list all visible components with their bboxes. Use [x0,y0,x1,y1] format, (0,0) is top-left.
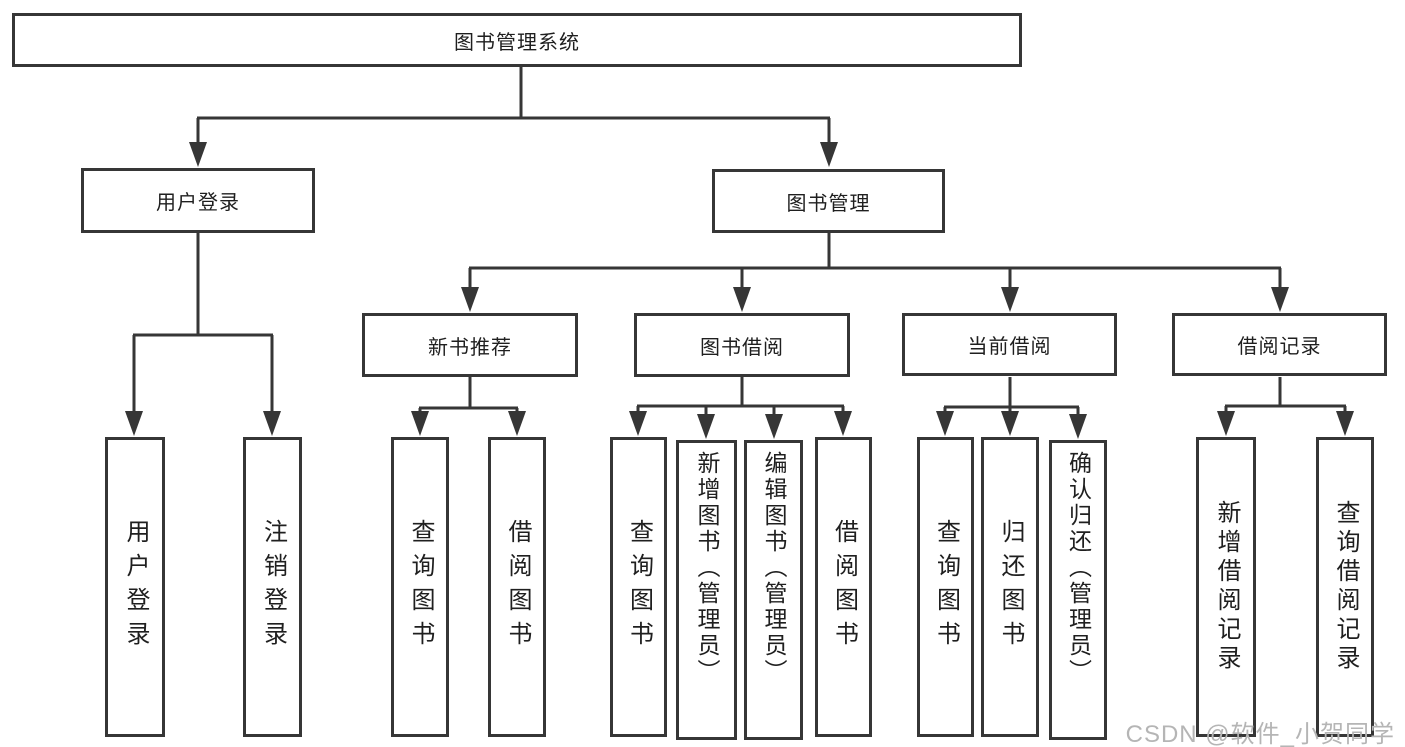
csdn-watermark: CSDN @软件_小贺同学 [1125,721,1395,747]
node-label: 当前借阅 [967,336,1052,358]
node-label: 查询图书 [625,519,653,655]
node-label: 用户登录 [122,519,149,655]
node-label: 图书管理 [786,192,871,215]
node-label: 图书管理系统 [454,31,580,54]
node-label: 归还图书 [997,519,1024,655]
node-label: 查询图书 [407,519,434,655]
leaf-add-books-admin: 新增图书（管理员） [676,440,737,740]
leaf-query-books-recommend: 查询图书 [391,437,449,737]
node-label: 查询借阅记录 [1332,500,1359,674]
node-label: 借阅记录 [1237,336,1322,358]
node-label: 确认归还（管理员） [1065,451,1092,685]
node-label: 用户登录 [156,192,240,214]
node-book-management: 图书管理 [712,169,945,233]
node-book-borrowing: 图书借阅 [634,313,850,377]
leaf-add-borrow-record: 新增借阅记录 [1196,437,1256,737]
node-label: 新增借阅记录 [1213,500,1240,674]
leaf-query-books-current: 查询图书 [917,437,974,737]
node-current-borrowing: 当前借阅 [902,313,1117,376]
leaf-query-borrow-record: 查询借阅记录 [1316,437,1374,737]
leaf-edit-books-admin: 编辑图书（管理员） [744,440,803,740]
node-label: 图书借阅 [700,336,784,359]
node-label: 查询图书 [932,519,960,655]
leaf-borrow-books-recommend: 借阅图书 [488,437,546,737]
node-label: 注销登录 [259,519,287,655]
leaf-return-books: 归还图书 [981,437,1039,737]
leaf-confirm-return-admin: 确认归还（管理员） [1049,440,1107,740]
leaf-logout: 注销登录 [243,437,302,737]
node-label: 新增图书（管理员） [694,451,720,685]
node-label: 借阅图书 [504,519,531,655]
node-label: 借阅图书 [830,519,858,655]
node-label: 新书推荐 [428,336,512,359]
leaf-user-login: 用户登录 [105,437,165,737]
node-new-book-recommendation: 新书推荐 [362,313,578,377]
node-library-management-system: 图书管理系统 [12,13,1022,67]
leaf-query-books-borrowing: 查询图书 [610,437,667,737]
node-label: 编辑图书（管理员） [761,451,787,685]
node-user-login: 用户登录 [81,168,315,233]
leaf-borrow-books: 借阅图书 [815,437,872,737]
node-borrowing-records: 借阅记录 [1172,313,1387,376]
